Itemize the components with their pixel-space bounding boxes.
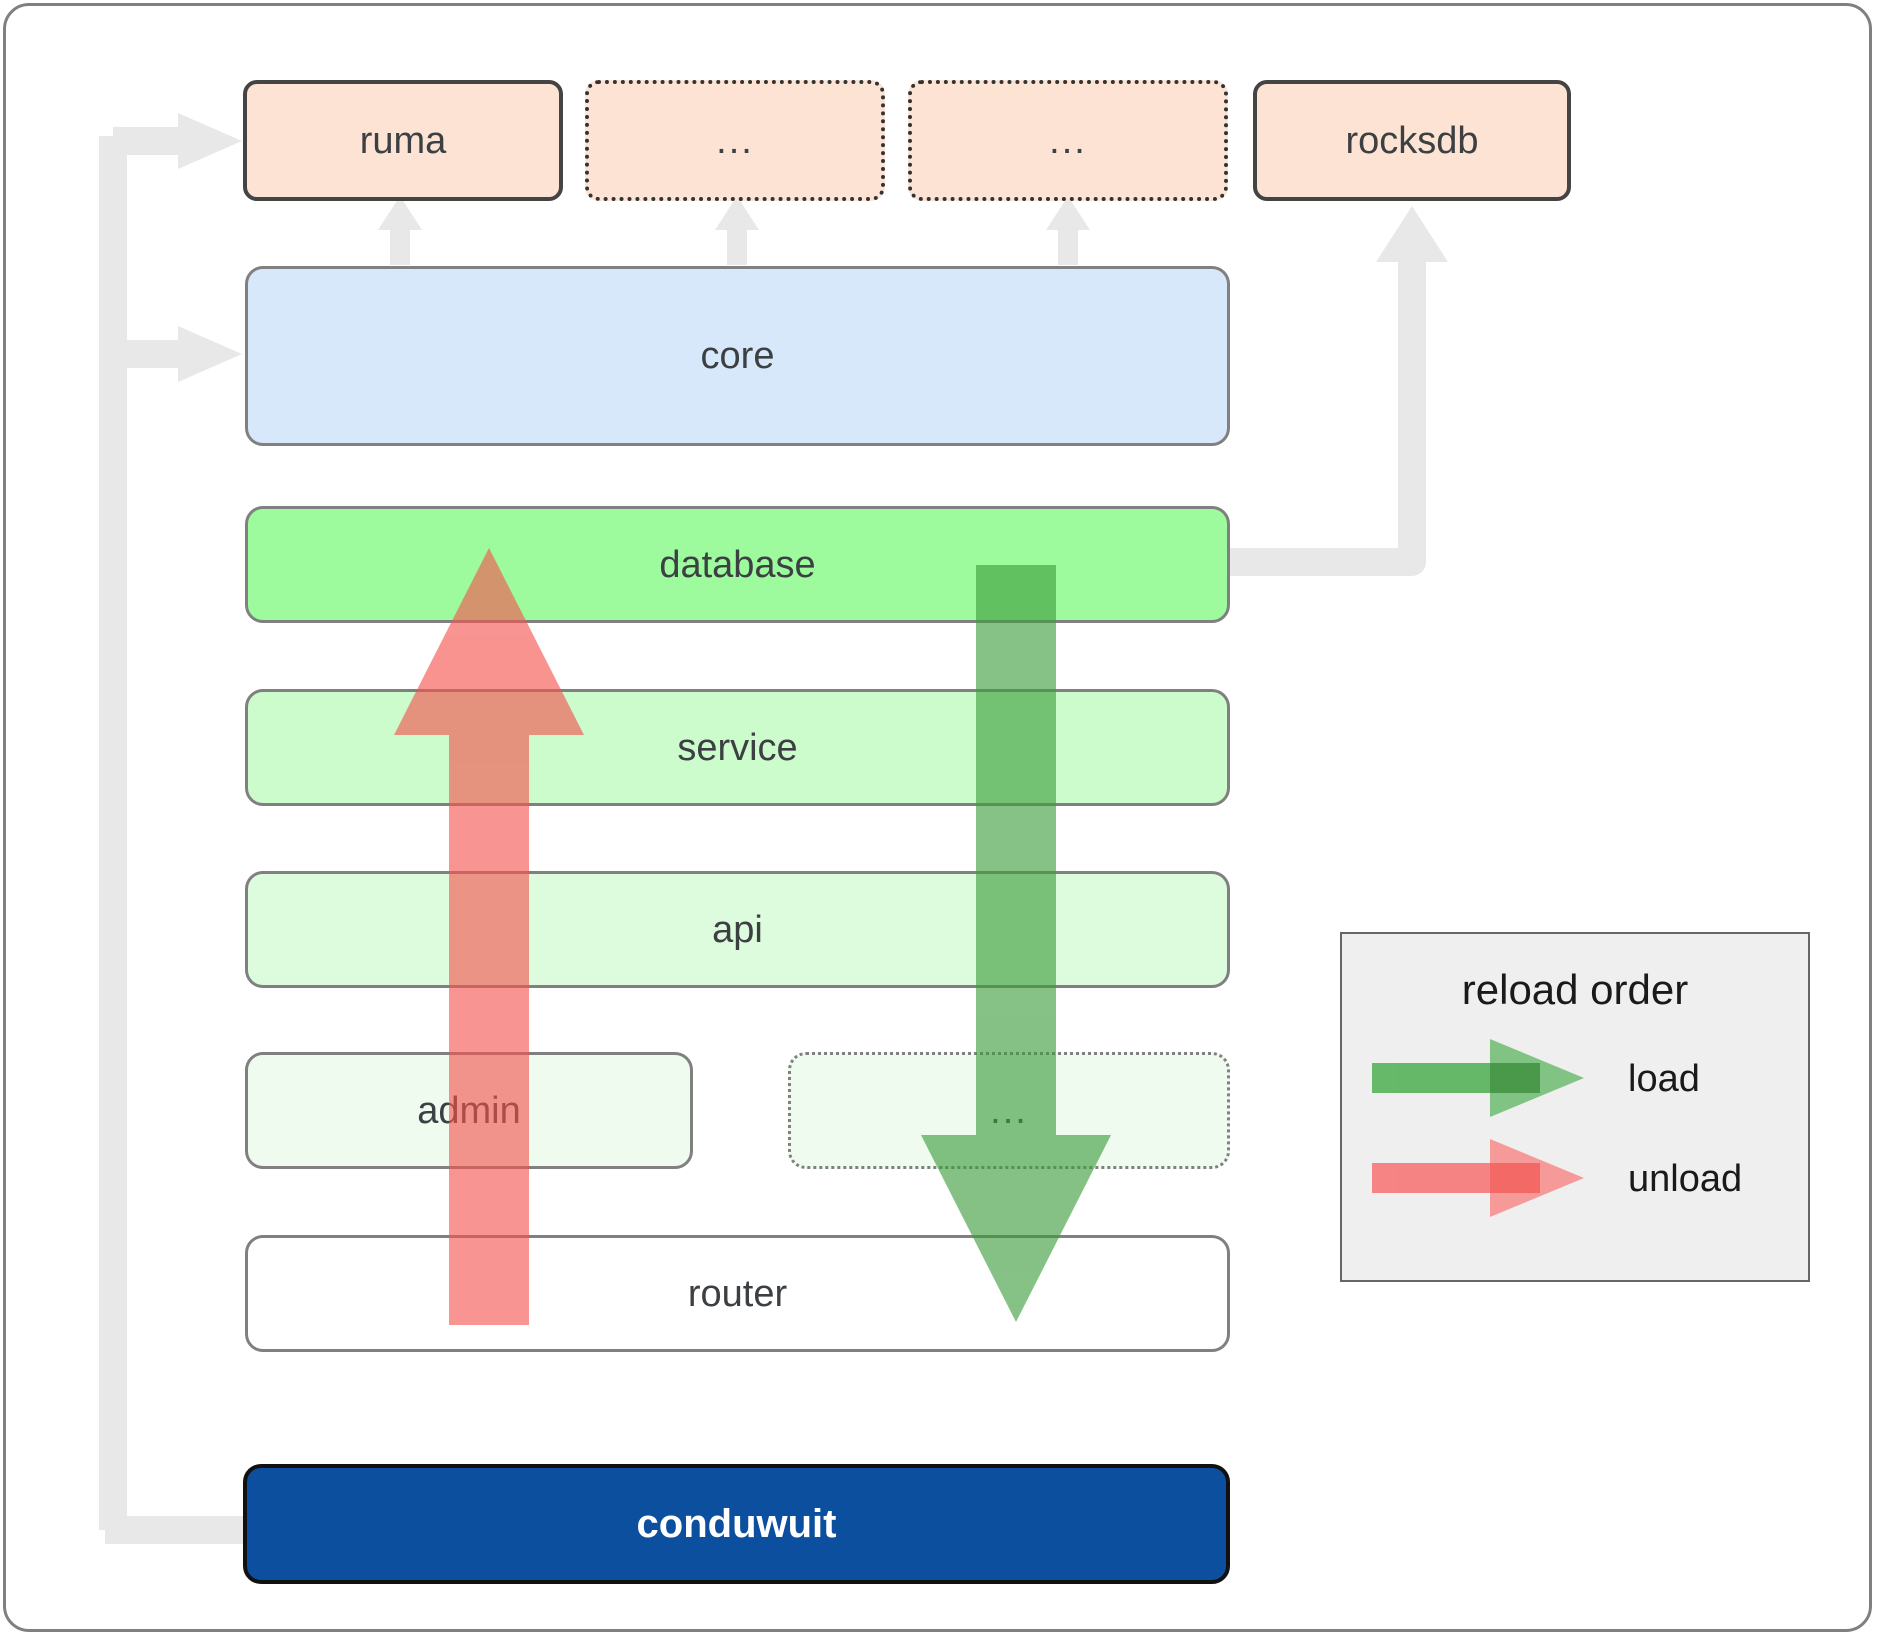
layer-box-database[interactable]: database <box>245 506 1230 623</box>
dependency-box-rocksdb[interactable]: rocksdb <box>1253 80 1571 201</box>
layer-box-api[interactable]: api <box>245 871 1230 988</box>
layer-box-service[interactable]: service <box>245 689 1230 806</box>
legend-label-unload: unload <box>1628 1158 1743 1200</box>
legend-panel: reload order load unload <box>1340 932 1810 1282</box>
dependency-label-ruma: ruma <box>359 119 447 162</box>
dependency-label-placeholder-1: ... <box>716 119 754 162</box>
layer-label-api: api <box>712 908 763 951</box>
layer-box-placeholder[interactable]: ... <box>788 1052 1230 1169</box>
layer-label-database: database <box>659 543 816 586</box>
dependency-box-ruma[interactable]: ruma <box>243 80 563 201</box>
dependency-box-placeholder-2[interactable]: ... <box>908 80 1228 201</box>
root-label-conduwuit: conduwuit <box>636 1502 837 1546</box>
dependency-box-placeholder-1[interactable]: ... <box>585 80 885 201</box>
root-box-conduwuit[interactable]: conduwuit <box>243 1464 1230 1584</box>
layer-label-service: service <box>677 726 798 769</box>
dependency-label-placeholder-2: ... <box>1049 119 1087 162</box>
dependency-label-rocksdb: rocksdb <box>1345 119 1479 162</box>
diagram-frame <box>3 3 1872 1632</box>
legend-swatch-load <box>1372 1039 1584 1117</box>
legend-title: reload order <box>1461 966 1689 1013</box>
legend-swatch-unload <box>1372 1139 1584 1217</box>
legend-label-load: load <box>1628 1058 1700 1100</box>
layer-label-router: router <box>687 1272 788 1315</box>
legend-arrow-swatches <box>1372 1039 1584 1217</box>
layer-box-router[interactable]: router <box>245 1235 1230 1352</box>
layer-box-admin[interactable]: admin <box>245 1052 693 1169</box>
layer-box-core[interactable]: core <box>245 266 1230 446</box>
layer-label-placeholder: ... <box>990 1089 1028 1132</box>
layer-label-admin: admin <box>417 1089 521 1132</box>
layer-label-core: core <box>700 335 775 377</box>
